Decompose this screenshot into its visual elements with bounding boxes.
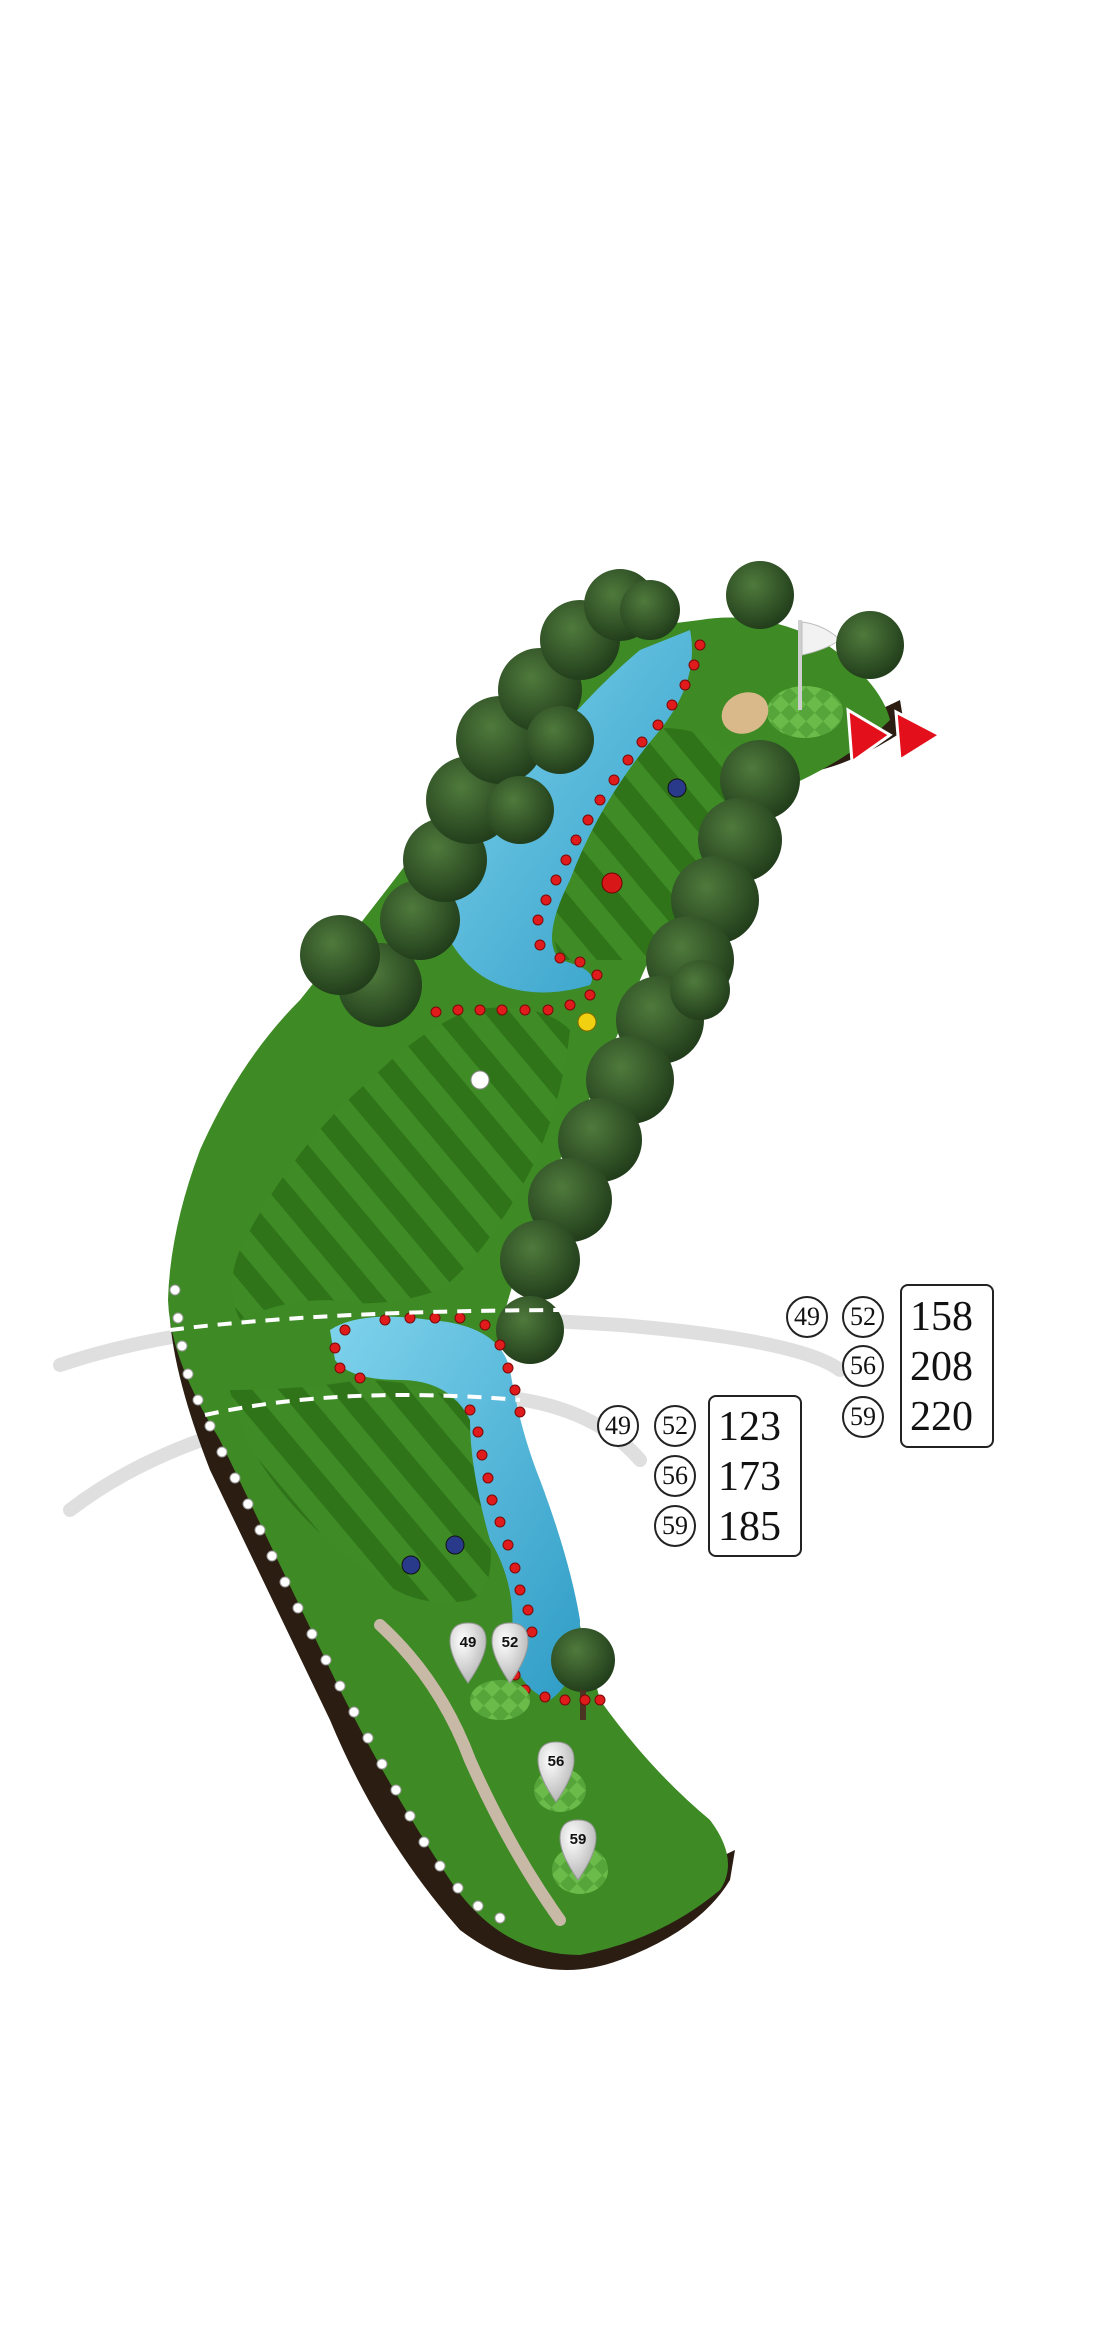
putting-green [767,686,843,738]
tee-pin-56-label: 56 [548,1753,565,1770]
yardage-box-near [708,1395,802,1557]
tee-badge-56: 56 [842,1345,884,1387]
ob-stakes [169,1284,506,1924]
tee-pin-49-label: 49 [460,1634,477,1651]
tee-badge-52: 52 [842,1296,884,1338]
yardage-near-value-1: 123 [718,1404,781,1450]
tee-pin-59: 59 [559,1819,597,1881]
tee-pin-52: 52 [491,1622,529,1684]
yardage-box-far [900,1284,994,1448]
tee-pin-56: 56 [537,1741,575,1803]
tee-pin-52-label: 52 [502,1634,519,1651]
marker-blue-lower-2 [401,1555,421,1575]
flag-direction-icon [846,707,944,765]
yardage-near-value-2: 173 [718,1454,781,1500]
lower-fairway [230,1380,491,1603]
yardage-far-value-3: 220 [910,1394,973,1440]
water-hazard-upper [440,630,692,993]
marker-red [601,872,623,894]
tee-badge-52: 52 [654,1405,696,1447]
marker-white [470,1070,490,1090]
yardage-near-value-3: 185 [718,1504,781,1550]
tee-badge-49: 49 [786,1296,828,1338]
yardage-far-value-2: 208 [910,1344,973,1390]
tree-line-right [496,740,800,1364]
tee-pin-49: 49 [449,1622,487,1684]
tee-badge-59: 59 [654,1505,696,1547]
hazard-stakes-upper [430,639,706,1018]
marker-blue-lower-1 [445,1535,465,1555]
yardage-lines [169,1308,581,1417]
tree-cluster-green [726,561,904,679]
tee-badge-49: 49 [597,1405,639,1447]
tree-line-left [300,569,680,1027]
marker-yellow [577,1012,597,1032]
tee-badge-59: 59 [842,1396,884,1438]
cart-path [374,1619,566,1926]
marker-blue-upper [667,778,687,798]
hazard-stakes-lower [329,1312,606,1706]
bunker [721,692,769,734]
yardage-far-value-1: 158 [910,1294,973,1340]
tee-pin-59-label: 59 [570,1831,587,1848]
tee-badge-56: 56 [654,1455,696,1497]
